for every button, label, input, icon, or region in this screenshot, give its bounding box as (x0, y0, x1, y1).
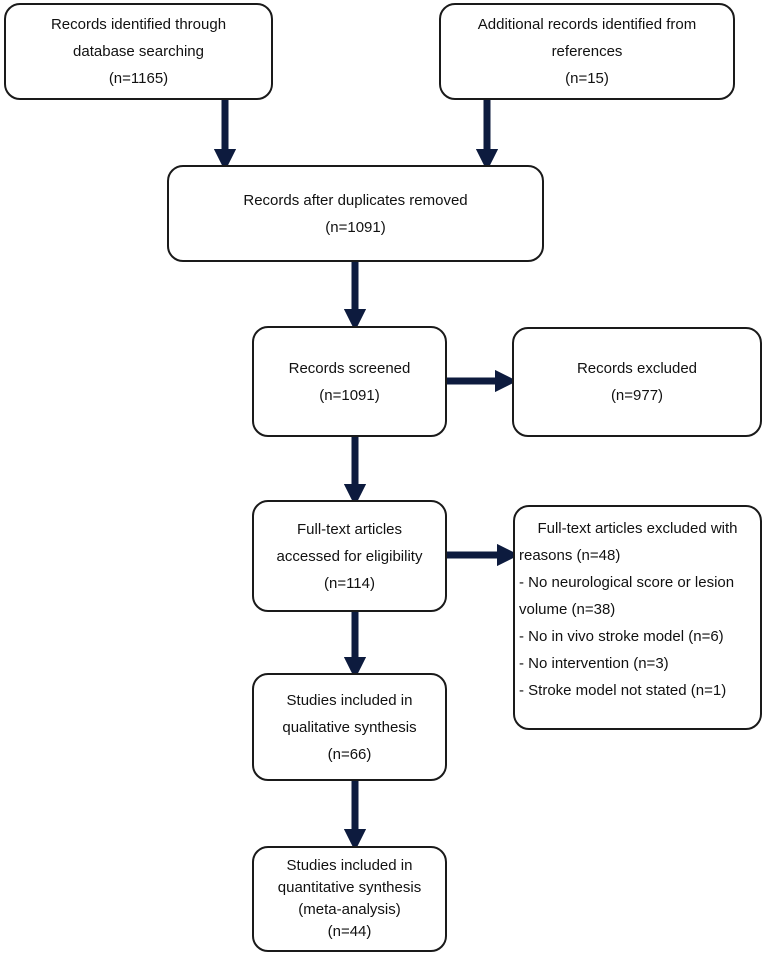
box-text-line: (meta-analysis) (298, 901, 401, 918)
box-text-line: Records excluded (576, 360, 698, 377)
box-text-line: (n=44) (327, 923, 372, 940)
exclusion-reason: - No neurological score or lesion (519, 574, 735, 591)
box-text-line: reasons (n=48) (519, 547, 621, 564)
exclusion-reason: - No in vivo stroke model (n=6) (519, 628, 724, 645)
qualitative-synthesis-box: Studies included in qualitative synthesi… (252, 673, 447, 781)
quantitative-synthesis-box: Studies included in quantitative synthes… (252, 846, 447, 952)
box-text-line: qualitative synthesis (282, 718, 417, 736)
box-text-line: (n=15) (565, 70, 609, 87)
box-text-line: database searching (73, 43, 204, 60)
box-text-line: quantitative synthesis (277, 879, 422, 896)
box-text-line: (n=977) (610, 387, 664, 404)
box-text-line: (n=66) (327, 745, 372, 763)
box-text-line: (n=1091) (325, 218, 386, 236)
box-text-line: Records screened (288, 359, 411, 377)
box-text-line: Records identified through (50, 16, 227, 33)
full-text-assessed-box: Full-text articles accessed for eligibil… (252, 500, 447, 612)
box-text-line: Full-text articles excluded with (537, 520, 738, 537)
box-text-line: (n=114) (323, 574, 375, 592)
records-screened-box: Records screened (n=1091) (252, 326, 447, 437)
box-text-line: Records after duplicates removed (243, 191, 468, 209)
box-text-line: references (551, 43, 623, 60)
box-text-line: (n=1091) (319, 386, 380, 404)
box-text-line: Full-text articles (296, 520, 403, 538)
exclusion-reason: volume (n=38) (519, 601, 616, 618)
records-after-duplicates-box: Records after duplicates removed (n=1091… (167, 165, 544, 262)
full-text-excluded-box: Full-text articles excluded with reasons… (513, 505, 762, 730)
box-text-line: Studies included in (286, 691, 413, 709)
box-text-line: (n=1165) (108, 70, 169, 87)
exclusion-reason: - Stroke model not stated (n=1) (519, 682, 727, 699)
records-identified-database-box: Records identified through database sear… (4, 3, 273, 100)
box-text-line: accessed for eligibility (276, 547, 423, 565)
box-text-line: Additional records identified from (477, 16, 697, 33)
exclusion-reason: - No intervention (n=3) (519, 655, 669, 672)
additional-records-references-box: Additional records identified from refer… (439, 3, 735, 100)
records-excluded-box: Records excluded (n=977) (512, 327, 762, 437)
box-text-line: Studies included in (286, 857, 413, 874)
